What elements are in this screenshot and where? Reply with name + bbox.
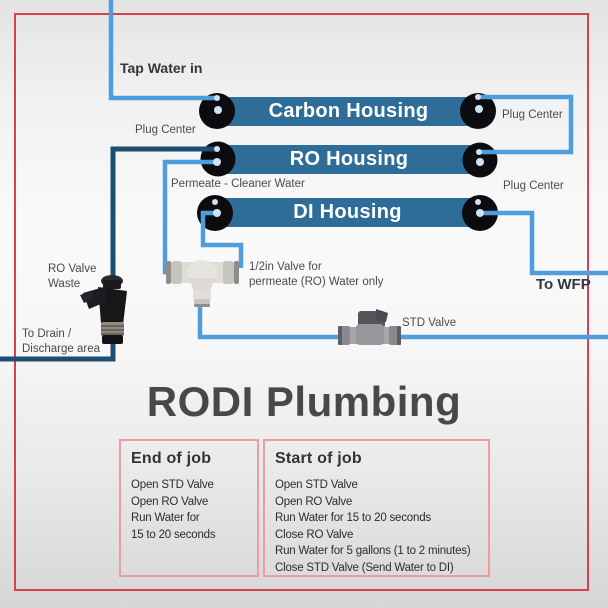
std-valve-label: STD Valve [402,317,457,329]
start-of-job-heading: Start of job [275,450,362,467]
di-housing-label: DI Housing [293,201,402,223]
ro-housing-label: RO Housing [289,148,409,170]
carbon-housing-label: Carbon Housing [268,100,429,122]
carbon-housing-bar [217,97,480,126]
start-of-job-item: Run Water for 5 gallons (1 to 2 minutes) [275,545,471,557]
end-of-job-item: Run Water for [131,512,200,524]
port-dots [212,94,484,217]
start-of-job-item: Open RO Valve [275,495,353,508]
permeate-label: Permeate - Cleaner Water [171,178,305,190]
half-inch-valve-label: 1/2in Valve for permeate (RO) Water only [249,261,384,288]
start-of-job-item: Close RO Valve [275,528,354,541]
end-of-job-item: Open RO Valve [131,495,209,508]
tube-waste-to-drain [0,342,116,362]
plug-center-label-carbon-left: Plug Center [135,124,196,136]
end-of-job-heading: End of job [131,450,212,467]
tap-water-in-label: Tap Water in [120,60,203,76]
di-housing-bar [215,198,480,227]
tube-ro-to-waste-valve [110,146,217,282]
ro-housing-bar [218,145,480,174]
start-of-job-item: Open STD Valve [275,479,358,491]
plug-center-label-carbon-right: Plug Center [502,109,563,121]
plug-center-label-ro-right: Plug Center [503,180,564,192]
outer-red-border [14,13,589,591]
ro-waste-valve [80,275,127,344]
to-drain-label: To Drain / Discharge area [22,328,100,355]
tube-tee-to-di [200,210,244,268]
tube-tee-to-std-valve [197,301,608,340]
end-of-job-box: End of job Open STD Valve Open RO Valve … [119,439,259,577]
start-of-job-box: Start of job Open STD Valve Open RO Valv… [263,439,490,577]
to-wfp-label: To WFP [536,276,591,293]
permeate-tee-fitting [166,260,239,307]
start-of-job-item: Run Water for 15 to 20 seconds [275,512,431,524]
end-of-job-item: Open STD Valve [131,479,214,491]
ro-valve-waste-label: RO Valve Waste [48,263,97,290]
tube-tap-water-in [108,0,217,101]
std-valve [338,309,401,345]
tube-carbon-to-ro [478,94,574,155]
page-title: RODI Plumbing [146,378,462,425]
tube-di-to-wfp [480,210,608,276]
end-of-job-item: 15 to 20 seconds [131,528,216,541]
dark-blue-waste-tubing [0,146,217,362]
start-of-job-item: Close STD Valve (Send Water to DI) [275,561,454,574]
